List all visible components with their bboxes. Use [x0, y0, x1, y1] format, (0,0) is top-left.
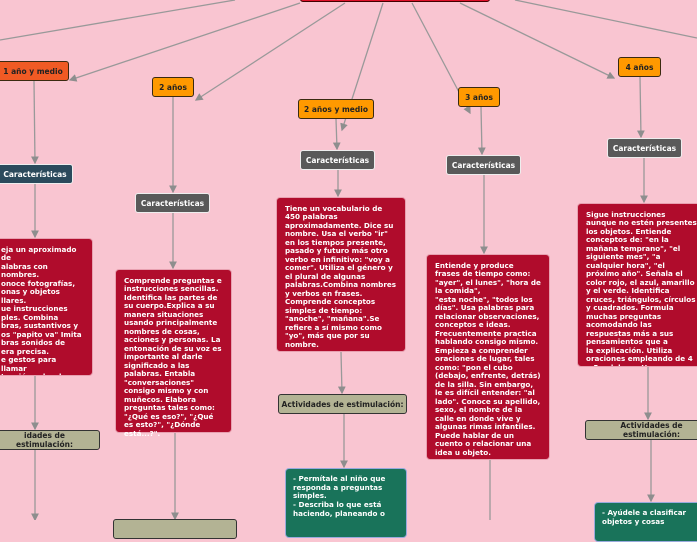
- node-characteristics-1-5[interactable]: Características: [0, 164, 73, 184]
- node-label: Características: [140, 198, 205, 208]
- node-age-4[interactable]: 4 años: [618, 57, 661, 77]
- description-3[interactable]: Entiende y produce frases de tiempo como…: [426, 254, 550, 460]
- node-label: 1 año y medio: [3, 66, 63, 76]
- node-age-2[interactable]: 2 años: [152, 77, 194, 97]
- node-characteristics-3[interactable]: Características: [446, 155, 521, 175]
- node-activities-1-5[interactable]: idades de estimulación:: [0, 430, 100, 450]
- node-age-1-5[interactable]: 1 año y medio: [0, 61, 69, 81]
- node-label: Características: [3, 169, 67, 179]
- description-2-5[interactable]: Tiene un vocabulario de 450 palabras apr…: [276, 197, 406, 352]
- node-label: Actividades de estimulación:: [281, 399, 404, 409]
- node-characteristics-2-5[interactable]: Características: [300, 150, 375, 170]
- node-label: Características: [451, 160, 516, 170]
- node-activities-4[interactable]: Actividades de estimulación:: [585, 420, 697, 440]
- connector-lines: [0, 0, 697, 520]
- node-age-2-5[interactable]: 2 años y medio: [298, 99, 374, 119]
- node-characteristics-2[interactable]: Características: [135, 193, 210, 213]
- node-label: idades de estimulación:: [15, 431, 73, 449]
- node-activities-2-5[interactable]: Actividades de estimulación:: [278, 394, 407, 414]
- description-4[interactable]: Sigue instrucciones aunque no estén pres…: [577, 203, 697, 367]
- node-characteristics-4[interactable]: Características: [607, 138, 682, 158]
- central-topic-node[interactable]: [300, 0, 490, 2]
- node-activities-2[interactable]: [113, 519, 237, 539]
- node-label: Actividades de estimulación:: [620, 421, 683, 439]
- description-1-5[interactable]: eja un aproximado de alabras con nombres…: [0, 238, 93, 376]
- node-label: 3 años: [465, 92, 493, 102]
- node-label: Características: [612, 143, 677, 153]
- tips-2-5[interactable]: - Permítale al niño que responda a pregu…: [285, 468, 407, 538]
- description-2[interactable]: Comprende preguntas e instrucciones senc…: [115, 269, 232, 437]
- node-label: 2 años y medio: [304, 104, 368, 114]
- node-age-3[interactable]: 3 años: [458, 87, 500, 107]
- node-label: 4 años: [625, 62, 654, 72]
- node-label: Características: [305, 155, 370, 165]
- node-label: 2 años: [159, 82, 187, 92]
- tips-4[interactable]: - Ayúdele a clasificar objetos y cosas: [594, 502, 697, 542]
